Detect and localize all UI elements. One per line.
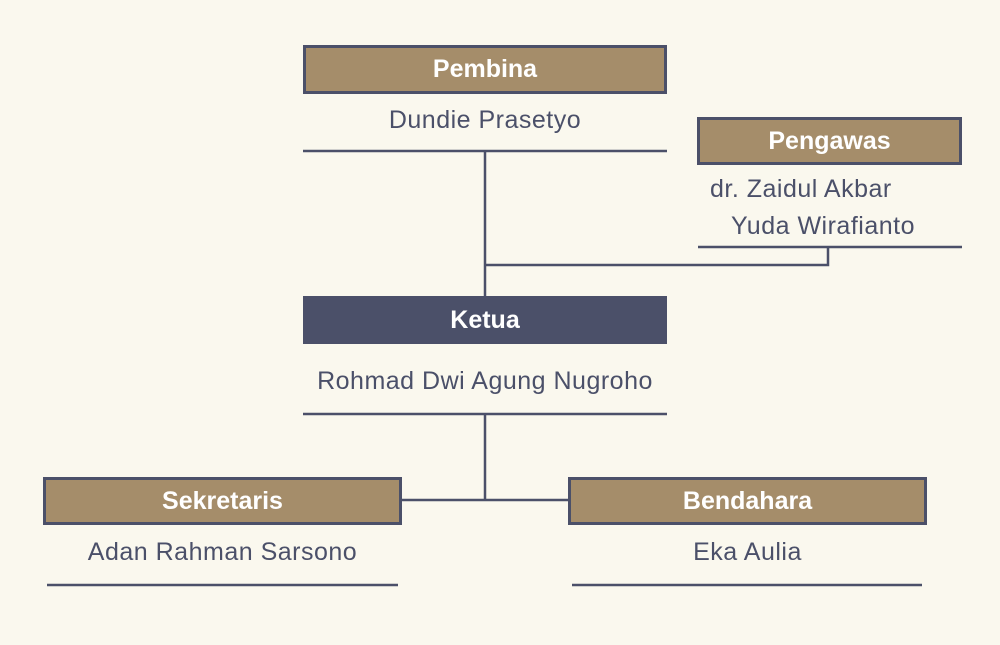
pembina-title-box: Pembina bbox=[303, 45, 667, 94]
pengawas-connector bbox=[485, 247, 830, 267]
bendahara-title-box: Bendahara bbox=[568, 477, 927, 525]
pembina-name: Dundie Prasetyo bbox=[388, 106, 582, 134]
sekretaris-title-box: Sekretaris bbox=[43, 477, 402, 525]
pengawas-name-1: dr. Zaidul Akbar bbox=[710, 175, 892, 203]
sekretaris-name: Adan Rahman Sarsono bbox=[87, 538, 358, 566]
ketua-name: Rohmad Dwi Agung Nugroho bbox=[317, 367, 653, 395]
pengawas-name-2: Yuda Wirafianto bbox=[731, 212, 915, 240]
pengawas-title-box: Pengawas bbox=[697, 117, 962, 165]
bendahara-name: Eka Aulia bbox=[693, 538, 802, 566]
ketua-title-box: Ketua bbox=[303, 296, 667, 344]
